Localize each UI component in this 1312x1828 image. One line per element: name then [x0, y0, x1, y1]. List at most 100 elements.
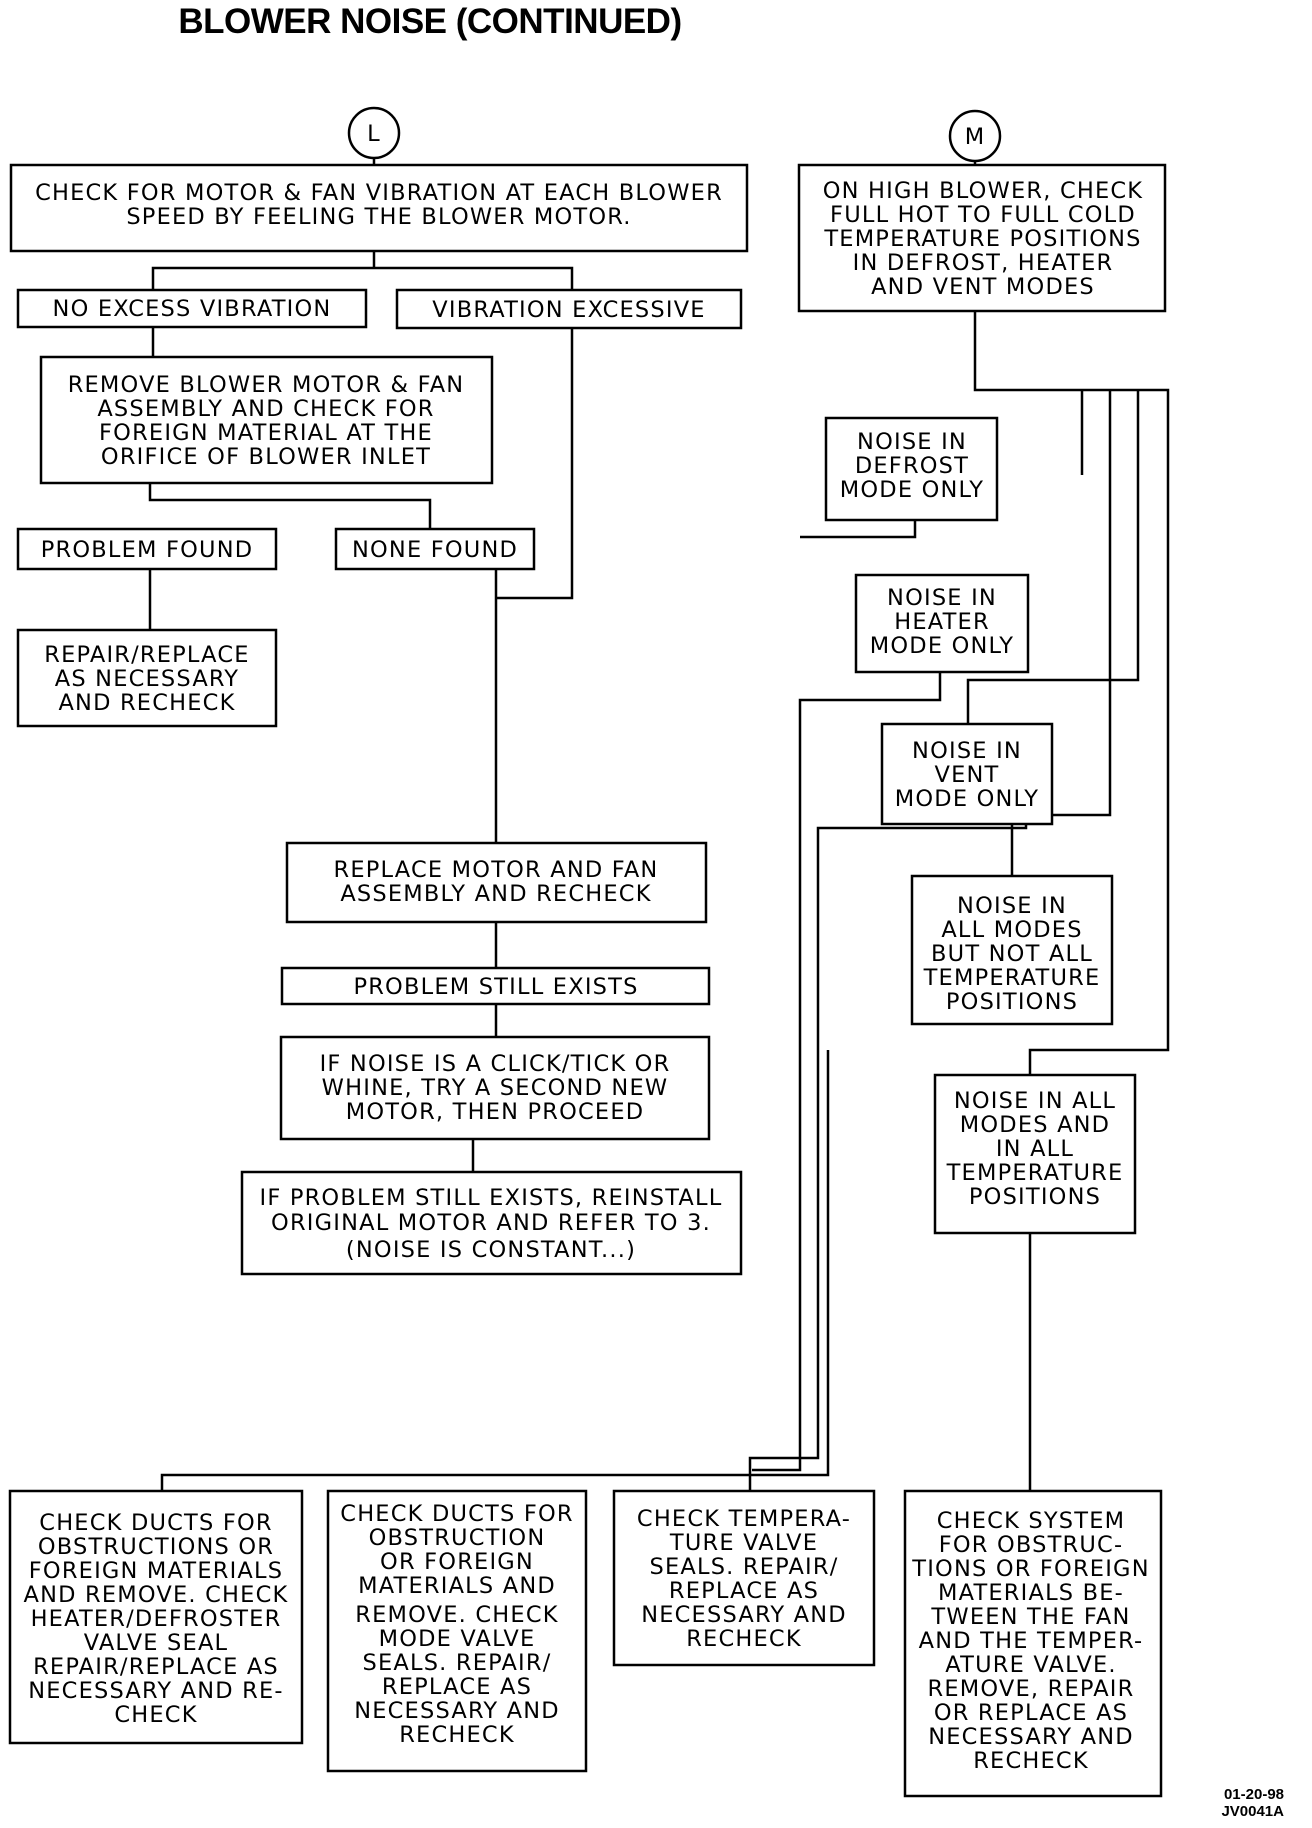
page-title: BLOWER NOISE (CONTINUED): [178, 2, 682, 41]
line-ducts-mode-9: NECESSARY AND: [354, 1698, 560, 1724]
box-noise-heater: [854, 573, 1030, 674]
line-ducts-mode-10: RECHECK: [399, 1722, 515, 1748]
line-replace-motor-1: REPLACE MOTOR AND FAN: [334, 857, 659, 883]
line-temp-valve-5: NECESSARY AND: [641, 1602, 847, 1628]
line-ducts-mode-6: MODE VALVE: [379, 1626, 536, 1652]
line-system-11: RECHECK: [973, 1748, 1089, 1774]
line-on-high-1: ON HIGH BLOWER, CHECK: [823, 178, 1144, 204]
line-temp-valve-6: RECHECK: [686, 1626, 802, 1652]
line-ducts-heater-7: REPAIR/REPLACE AS: [33, 1654, 279, 1680]
line-system-8: REMOVE, REPAIR: [928, 1676, 1135, 1702]
line-reinstall-3: (NOISE IS CONSTANT...): [346, 1237, 636, 1263]
line-remove-blower-1: REMOVE BLOWER MOTOR & FAN: [68, 372, 465, 398]
connector-lines: [148, 142, 1170, 1491]
line-vent-2: VENT: [935, 762, 1000, 788]
line-remove-blower-3: FOREIGN MATERIAL AT THE: [99, 420, 433, 446]
line-replace-motor-2: ASSEMBLY AND RECHECK: [340, 881, 651, 907]
text-check-ducts-heater: CHECK DUCTS FOR OBSTRUCTIONS OR FOREIGN …: [24, 1510, 289, 1728]
box-if-noise-click: [279, 1035, 711, 1141]
box-noise-all-modes-not-all-temp: [910, 874, 1114, 1026]
line-on-high-2: FULL HOT TO FULL COLD: [830, 202, 1136, 228]
line-ducts-mode-2: OBSTRUCTION: [369, 1525, 546, 1551]
line-ducts-mode-7: SEALS. REPAIR/: [362, 1650, 551, 1676]
line-system-2: FOR OBSTRUC-: [939, 1532, 1124, 1558]
drawing-code: JV0041A: [1221, 1803, 1284, 1820]
line-system-7: ATURE VALVE.: [945, 1652, 1116, 1678]
box-remove-blower-motor: [39, 355, 494, 485]
line-ducts-heater-9: CHECK: [114, 1702, 197, 1728]
line-no-excess-vibration: NO EXCESS VIBRATION: [53, 296, 332, 322]
line-ducts-mode-3: OR FOREIGN: [380, 1549, 534, 1575]
line-heater-3: MODE ONLY: [870, 633, 1014, 659]
line-system-10: NECESSARY AND: [928, 1724, 1134, 1750]
line-vent-3: MODE ONLY: [895, 786, 1039, 812]
box-problem-still-exists: [280, 966, 711, 1006]
box-noise-vent: [880, 722, 1054, 826]
line-check-vibration-1: CHECK FOR MOTOR & FAN VIBRATION AT EACH …: [35, 180, 723, 206]
line-check-vibration-2: SPEED BY FEELING THE BLOWER MOTOR.: [126, 204, 631, 230]
line-temp-valve-3: SEALS. REPAIR/: [649, 1554, 838, 1580]
line-ducts-heater-2: OBSTRUCTIONS OR: [38, 1534, 274, 1560]
line-all-temp-4: TEMPERATURE: [946, 1160, 1124, 1186]
box-check-vibration: [9, 163, 749, 253]
drawing-stamp: 01-20-98 JV0041A: [1221, 1786, 1284, 1820]
line-all-temp-1: NOISE IN ALL: [954, 1088, 1116, 1114]
line-defrost-1: NOISE IN: [857, 429, 967, 455]
line-all-temp-5: POSITIONS: [969, 1184, 1101, 1210]
line-temp-valve-4: REPLACE AS: [669, 1578, 819, 1604]
line-system-4: MATERIALS BE-: [938, 1580, 1124, 1606]
line-ducts-heater-4: AND REMOVE. CHECK: [24, 1582, 289, 1608]
text-repair-replace-recheck: REPAIR/REPLACE AS NECESSARY AND RECHECK: [44, 642, 248, 716]
line-temp-valve-2: TURE VALVE: [669, 1530, 818, 1556]
box-reinstall-original: [240, 1170, 743, 1276]
box-repair-replace-recheck: [16, 628, 278, 728]
connector-label-l: L: [367, 121, 381, 147]
text-noise-defrost: NOISE IN DEFROST MODE ONLY: [840, 429, 983, 503]
text-noise-all-modes-all-temp: NOISE IN ALL MODES AND IN ALL TEMPERATUR…: [946, 1088, 1124, 1210]
box-check-ducts-mode: [326, 1489, 588, 1773]
box-check-ducts-heater: [8, 1489, 304, 1745]
line-system-6: AND THE TEMPER-: [919, 1628, 1144, 1654]
line-system-3: TIONS OR FOREIGN: [911, 1556, 1149, 1582]
line-heater-1: NOISE IN: [887, 585, 997, 611]
text-noise-heater: NOISE IN HEATER MODE ONLY: [870, 585, 1014, 659]
line-on-high-5: AND VENT MODES: [871, 274, 1095, 300]
line-system-9: OR REPLACE AS: [934, 1700, 1128, 1726]
line-on-high-4: IN DEFROST, HEATER: [853, 250, 1114, 276]
box-problem-found: [16, 527, 278, 571]
box-check-temp-valve: [612, 1489, 876, 1667]
line-remove-blower-2: ASSEMBLY AND CHECK FOR: [97, 396, 434, 422]
line-heater-2: HEATER: [894, 609, 990, 635]
line-not-all-temp-1: NOISE IN: [957, 893, 1067, 919]
line-if-noise-3: MOTOR, THEN PROCEED: [346, 1099, 645, 1125]
text-check-ducts-mode: CHECK DUCTS FOR OBSTRUCTION OR FOREIGN M…: [340, 1501, 573, 1748]
line-none-found: NONE FOUND: [352, 537, 518, 563]
line-not-all-temp-3: BUT NOT ALL: [931, 941, 1093, 967]
line-all-temp-2: MODES AND: [960, 1112, 1110, 1138]
line-ducts-mode-4: MATERIALS AND: [358, 1573, 556, 1599]
line-system-5: TWEEN THE FAN: [930, 1604, 1130, 1630]
box-noise-defrost: [824, 416, 999, 522]
line-vent-1: NOISE IN: [912, 738, 1022, 764]
line-system-1: CHECK SYSTEM: [937, 1508, 1126, 1534]
text-check-vibration: CHECK FOR MOTOR & FAN VIBRATION AT EACH …: [35, 180, 723, 230]
line-temp-valve-1: CHECK TEMPERA-: [637, 1506, 851, 1532]
box-none-found: [334, 527, 536, 571]
line-defrost-2: DEFROST: [855, 453, 969, 479]
connector-L: L: [347, 106, 401, 160]
line-reinstall-2: ORIGINAL MOTOR AND REFER TO 3.: [271, 1210, 711, 1236]
line-vibration-excessive: VIBRATION EXCESSIVE: [432, 297, 705, 323]
line-reinstall-1: IF PROBLEM STILL EXISTS, REINSTALL: [259, 1185, 722, 1211]
line-on-high-3: TEMPERATURE POSITIONS: [823, 226, 1141, 252]
text-reinstall-original: IF PROBLEM STILL EXISTS, REINSTALL ORIGI…: [259, 1185, 722, 1263]
line-ducts-mode-1: CHECK DUCTS FOR: [340, 1501, 573, 1527]
line-if-noise-1: IF NOISE IS A CLICK/TICK OR: [320, 1051, 671, 1077]
line-ducts-heater-1: CHECK DUCTS FOR: [39, 1510, 272, 1536]
text-if-noise-click: IF NOISE IS A CLICK/TICK OR WHINE, TRY A…: [320, 1051, 671, 1125]
line-ducts-heater-6: VALVE SEAL: [84, 1630, 229, 1656]
text-noise-all-modes-not-all-temp: NOISE IN ALL MODES BUT NOT ALL TEMPERATU…: [923, 893, 1100, 1015]
connector-label-m: M: [965, 124, 986, 150]
text-check-system: CHECK SYSTEM FOR OBSTRUC- TIONS OR FOREI…: [911, 1508, 1149, 1774]
box-check-system: [903, 1489, 1163, 1798]
